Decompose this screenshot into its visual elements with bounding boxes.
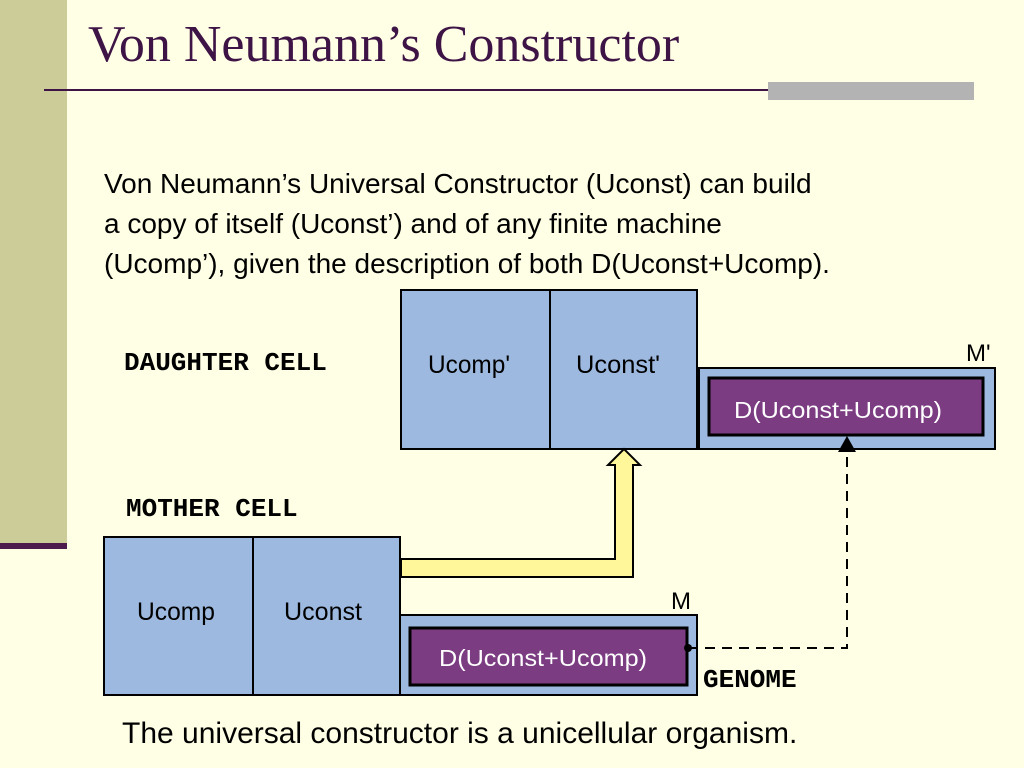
mother-genome-tape [408, 626, 689, 687]
daughter-cell: Ucomp' Uconst' [400, 289, 698, 450]
left-decor-rule [0, 543, 67, 549]
mother-machine-label: M [671, 588, 691, 615]
daughter-machine: D(Uconst+Ucomp) M' [698, 340, 996, 450]
copy-arrow [688, 452, 848, 649]
mother-ucomp-label: Ucomp [137, 598, 215, 626]
daughter-uconst-label: Uconst' [576, 351, 660, 379]
intro-line-3: (Ucomp’), given the description of both … [104, 248, 830, 279]
slide-title: Von Neumann’s Constructor [88, 16, 680, 73]
title-accent-bar [768, 82, 974, 100]
daughter-genome-label: D(Uconst+Ucomp) [734, 397, 942, 423]
intro-paragraph: Von Neumann’s Universal Constructor (Uco… [104, 164, 1004, 284]
construction-arrow [400, 447, 643, 578]
title-underline [44, 89, 974, 91]
genome-label: GENOME [703, 665, 797, 695]
copy-arrow-head [838, 436, 856, 452]
daughter-ucomp-box [400, 289, 551, 450]
daughter-ucomp-label: Ucomp' [428, 351, 510, 379]
intro-line-2: a copy of itself (Uconst’) and of any fi… [104, 208, 722, 239]
daughter-cell-label: DAUGHTER CELL [124, 348, 327, 378]
mother-ucomp-box [103, 536, 254, 696]
daughter-machine-label: M' [966, 340, 991, 367]
daughter-genome-tape [707, 376, 985, 437]
mother-cell: Ucomp Uconst [103, 536, 401, 696]
mother-uconst-label: Uconst [284, 598, 362, 626]
footer-caption: The universal constructor is a unicellul… [122, 717, 798, 750]
mother-cell-label: MOTHER CELL [126, 494, 298, 524]
mother-uconst-box [252, 536, 401, 696]
daughter-uconst-box [549, 289, 698, 450]
mother-machine: D(Uconst+Ucomp) M [399, 588, 698, 696]
mother-genome-label: D(Uconst+Ucomp) [439, 645, 647, 671]
intro-line-1: Von Neumann’s Universal Constructor (Uco… [104, 168, 812, 199]
